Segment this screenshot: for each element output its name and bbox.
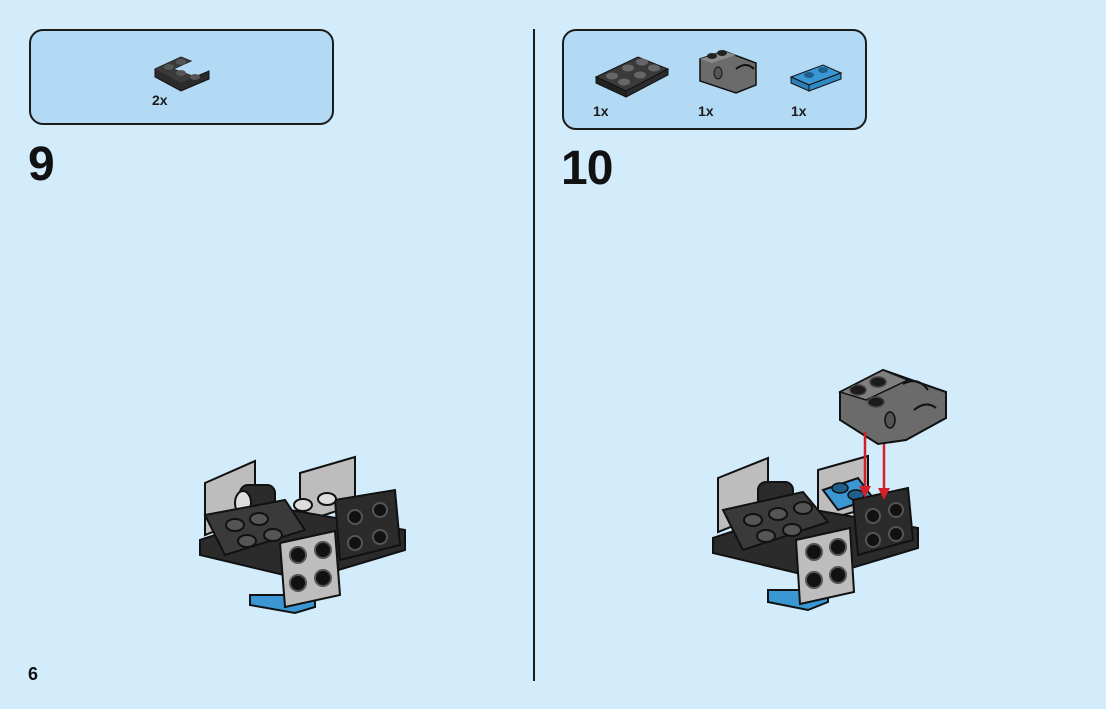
plate-2x3-icon (594, 56, 670, 98)
bracket-connector-icon (699, 50, 757, 94)
blue-plate-1x2-icon (789, 64, 843, 92)
step-10-model-illustration (712, 368, 947, 612)
parts-list-step-9: 2x (29, 29, 334, 125)
part-quantity: 1x (593, 103, 609, 119)
step-number: 9 (28, 138, 55, 191)
page-divider (533, 29, 535, 681)
parts-list-step-10: 1x 1x 1x (562, 29, 867, 130)
part-quantity: 1x (698, 103, 714, 119)
corner-plate-icon (154, 56, 210, 92)
part-quantity: 2x (152, 92, 168, 108)
step-number: 10 (561, 142, 613, 195)
step-9-model-illustration (199, 455, 406, 615)
part-quantity: 1x (791, 103, 807, 119)
page-number: 6 (28, 664, 39, 684)
